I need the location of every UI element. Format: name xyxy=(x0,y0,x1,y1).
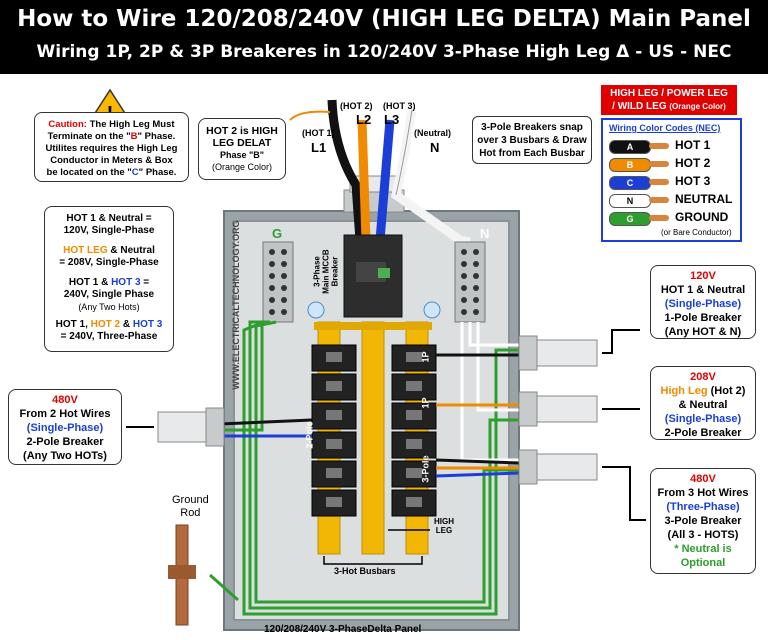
l2-label: L2 xyxy=(356,112,372,127)
mccb-label: 3-Phase Main MCCB Breaker xyxy=(312,249,340,294)
right-gland-2 xyxy=(518,391,538,427)
box-480v-two-hot: 480V From 2 Hot Wires (Single-Phase) 2-P… xyxy=(8,389,122,465)
n-label: N xyxy=(430,140,440,155)
mccb-indicator xyxy=(378,268,390,278)
legend-bare-note: (or Bare Conductor) xyxy=(661,228,732,237)
legend-swatch: B xyxy=(609,158,651,172)
l1-label: L1 xyxy=(311,140,327,155)
legend-swatch: A xyxy=(609,140,651,154)
right-cable-2 xyxy=(536,395,598,423)
ground-wire-3 xyxy=(242,320,520,616)
ground-bar-label: G xyxy=(272,226,283,241)
l1-cable xyxy=(327,99,365,241)
legend-row: G GROUND xyxy=(609,210,739,226)
panel-caption: 120/208/240V 3-PhaseDelta Panel xyxy=(264,624,422,635)
hot2-arrow xyxy=(289,110,331,121)
ground-wire-4 xyxy=(220,322,264,432)
legend-swatch: G xyxy=(609,212,651,226)
box-120v: 120V HOT 1 & Neutral (Single-Phase) 1-Po… xyxy=(650,265,756,339)
legend-swatch: C xyxy=(609,176,651,190)
hot2-paren-label: (HOT 2) xyxy=(340,101,373,111)
page-subtitle: Wiring 1P, 2P & 3P Breakeres in 120/240V… xyxy=(36,42,732,62)
caution-note: Caution: The High Leg Must Terminate on … xyxy=(34,112,189,182)
header-bar: How to Wire 120/208/240V (HIGH LEG DELTA… xyxy=(0,0,768,74)
breakers-left xyxy=(311,344,357,517)
legend-swatch: N xyxy=(609,194,651,208)
busbar-bracket xyxy=(323,556,423,565)
legend-wire-icon xyxy=(649,179,669,185)
busbar-top xyxy=(314,322,432,330)
label-2-pole: 2-Pole xyxy=(304,421,315,449)
ground-bar xyxy=(262,241,294,323)
right-cable-3 xyxy=(536,453,598,481)
high-leg-label: HIGH LEG xyxy=(434,517,454,535)
label-1p-mid: 1P xyxy=(420,397,431,409)
l3-label: L3 xyxy=(384,112,400,127)
ground-rod-label: Ground Rod xyxy=(172,494,209,519)
neutral-bar-label: N xyxy=(480,226,490,241)
hot1-paren-label: (HOT 1) xyxy=(302,128,335,138)
neutral-bar-screws xyxy=(461,249,479,315)
busbars-label: 3-Hot Busbars xyxy=(334,566,396,576)
neutral-paren-label: (Neutral) xyxy=(414,128,452,138)
legend-name: HOT 2 xyxy=(675,156,711,170)
legend-name: NEUTRAL xyxy=(675,192,733,206)
right-gland-1 xyxy=(518,335,538,371)
right-cable-1 xyxy=(536,339,598,367)
legend-title: Wiring Color Codes (NEC) xyxy=(609,123,721,133)
label-1p-top: 1P xyxy=(420,351,431,363)
hot2-note: HOT 2 is HIGH LEG DELAT Phase "B" (Orang… xyxy=(198,118,286,180)
bulb-icon-right xyxy=(423,301,441,319)
legend-name: HOT 1 xyxy=(675,138,711,152)
neutral-wire-2 xyxy=(476,322,520,412)
snap-note: 3-Pole Breakers snap over 3 Busbars & Dr… xyxy=(472,116,592,164)
ground-rod-clamp xyxy=(168,565,196,579)
bracket-120 xyxy=(602,329,640,354)
left-gland xyxy=(205,407,225,447)
color-code-legend: Wiring Color Codes (NEC) A HOT 1 B HOT 2 C HO… xyxy=(601,118,742,242)
legend-wire-icon xyxy=(649,161,669,167)
ground-bar-screws xyxy=(269,249,287,315)
legend-wire-icon xyxy=(649,215,669,221)
box-208v: 208V High Leg (Hot 2) & Neutral (Single-… xyxy=(650,366,756,440)
l2-cable xyxy=(357,119,371,241)
high-leg-badge: HIGH LEG / POWER LEG / WILD LEG (Orange … xyxy=(601,85,737,115)
breaker-handles xyxy=(326,352,422,507)
legend-row: A HOT 1 xyxy=(609,138,739,154)
neutral-bar xyxy=(454,241,486,323)
legend-name: HOT 3 xyxy=(675,174,711,188)
bracket-480b xyxy=(602,466,646,521)
hot-wire-480-a xyxy=(435,458,521,465)
legend-row: B HOT 2 xyxy=(609,156,739,172)
hot-wire-480-c xyxy=(435,471,521,478)
box-480v-three-hot: 480V From 3 Hot Wires (Three-Phase) 3-Po… xyxy=(650,468,756,574)
voltage-summary: HOT 1 & Neutral = 120V, Single-Phase HOT… xyxy=(44,206,174,352)
busbar-b xyxy=(361,321,385,555)
hot-wire-left-a xyxy=(219,418,313,426)
label-3-pole: 3-Pole xyxy=(420,455,431,483)
ground-rod-wire xyxy=(209,573,239,602)
legend-name: GROUND xyxy=(675,210,729,224)
legend-wire-icon xyxy=(649,143,669,149)
hot3-paren-label: (HOT 3) xyxy=(383,101,416,111)
legend-row: N NEUTRAL xyxy=(609,192,739,208)
legend-wire-icon xyxy=(649,197,669,203)
l3-cable xyxy=(375,119,395,241)
bulb-icon-left xyxy=(307,301,325,319)
page-title: How to Wire 120/208/240V (HIGH LEG DELTA… xyxy=(17,6,751,32)
legend-row: C HOT 3 xyxy=(609,174,739,190)
watermark: WWW.ELECTRICALTECHNOLOGY.ORG xyxy=(231,220,241,390)
right-gland-3 xyxy=(518,449,538,485)
neutral-wire-1 xyxy=(468,322,520,347)
